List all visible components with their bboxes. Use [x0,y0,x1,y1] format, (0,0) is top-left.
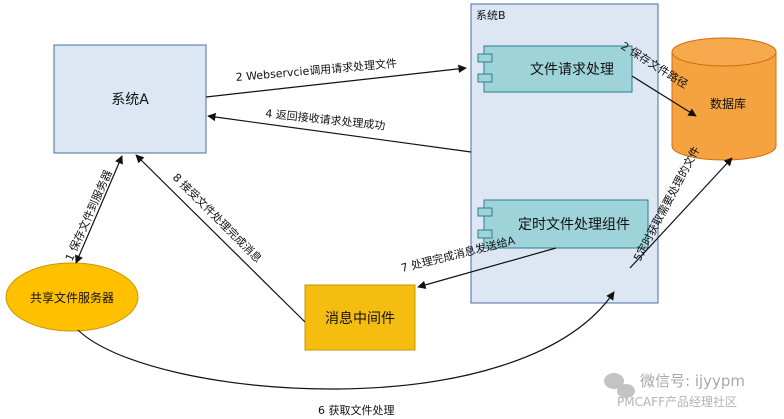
watermark-community: PMCAFF产品经理社区 [617,394,737,409]
edge-8-receive-message-arrow [135,154,306,323]
scheduled-file-processor-component[interactable]: 定时文件处理组件 [477,199,649,249]
shared-file-server[interactable]: 共享文件服务器 [5,262,139,332]
edge-6-get-file-label: 6 获取文件处理 [318,403,395,417]
edge-2-save-path-arrow [631,75,697,117]
watermark: 微信号: ijyypm PMCAFF产品经理社区 [604,372,745,409]
system-a-label: 系统A [111,92,149,108]
shared-file-server-label: 共享文件服务器 [30,290,114,305]
edge-4-return-label: 4 返回接收请求处理成功 [265,106,386,133]
file-request-handler-label: 文件请求处理 [530,62,614,78]
database-label: 数据库 [710,96,746,111]
file-request-handler-component[interactable]: 文件请求处理 [477,45,633,93]
component-port-icon [477,73,493,83]
wechat-icon [604,373,635,398]
edge-6-get-file-curve [77,291,615,390]
edge-1-save-to-server-arrow [75,155,123,264]
edge-8-receive-message-label: 8 接受文件处理完成消息 [170,170,265,265]
component-port-icon [477,229,493,239]
edge-4-return-arrow [207,112,472,153]
component-port-icon [477,207,493,217]
message-middleware[interactable]: 消息中间件 [304,284,416,351]
scheduled-file-processor-label: 定时文件处理组件 [518,217,630,233]
edge-2-webservice-arrow [205,64,467,98]
edge-2-webservice-label: 2 Webservcie调用请求处理文件 [235,56,397,84]
edge-1-save-to-server-label: 1 保存文件到服务器 [62,168,115,264]
watermark-wechat-id: 微信号: ijyypm [640,372,745,390]
message-middleware-label: 消息中间件 [325,310,395,327]
database-cylinder[interactable]: 数据库 [671,37,777,161]
edge-5-fetch-files-arrow [629,157,733,269]
system-a-box[interactable] [53,44,207,154]
system-b-label: 系统B [476,9,506,22]
component-port-icon [477,53,493,63]
edge-7-send-message-arrow [417,247,557,289]
